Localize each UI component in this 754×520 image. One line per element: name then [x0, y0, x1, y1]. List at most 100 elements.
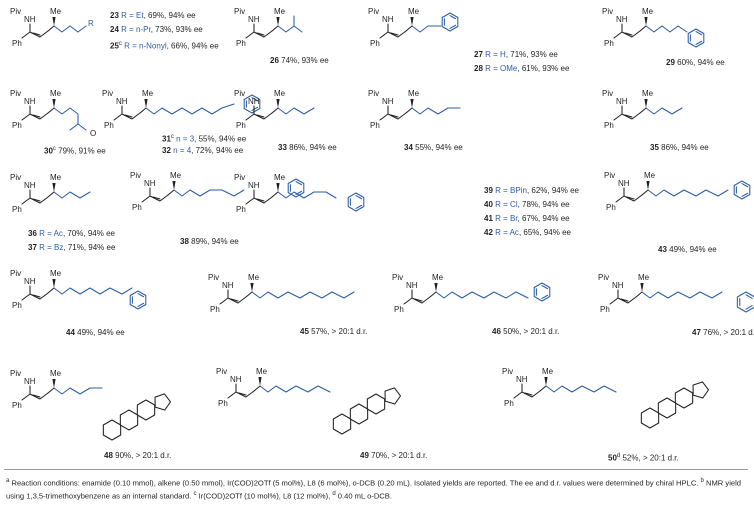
atom-ph: Ph [12, 301, 22, 310]
label-44: 44 49%, 94% ee [66, 328, 125, 337]
label-25: 25c R = n-Nonyl, 66%, 94% ee [110, 41, 219, 51]
atom-me: Me [142, 89, 154, 98]
atom-ph: Ph [210, 305, 220, 314]
atom-me: Me [50, 269, 62, 278]
aromatic-bond [745, 294, 753, 299]
double-bond [32, 394, 41, 398]
label-35: 35 86%, 94% ee [650, 143, 709, 152]
double-bond [624, 32, 633, 36]
wedge-bond [276, 99, 280, 108]
d-ring [384, 387, 402, 405]
atom-piv: Piv [602, 7, 613, 16]
double-bond [620, 298, 629, 302]
benzene-ring [349, 403, 369, 425]
atom-piv: Piv [368, 7, 379, 16]
atom-piv: Piv [10, 173, 21, 182]
atom-ph: Ph [236, 121, 246, 130]
benzene-ring [533, 282, 551, 302]
benzene-ring [441, 12, 459, 32]
wedge-bond [646, 181, 650, 190]
atom-nh: NH [248, 181, 260, 190]
atom-piv: Piv [130, 171, 141, 180]
footnote-d: 0.40 mL o-DCB. [335, 491, 392, 501]
atom-piv: Piv [10, 269, 21, 278]
chain-bond [639, 107, 647, 114]
atom-piv: Piv [392, 273, 403, 282]
atom-ph: Ph [236, 39, 246, 48]
double-bond [32, 198, 41, 202]
wedge-bond [410, 17, 414, 26]
double-bond [152, 196, 161, 200]
alkyl-tail [411, 25, 442, 33]
atom-ph: Ph [218, 399, 228, 408]
atom-me: Me [248, 273, 260, 282]
chain-bond [271, 25, 279, 32]
atom-nh: NH [516, 375, 528, 384]
double-bond [624, 114, 633, 118]
double-bond [414, 298, 423, 302]
alkyl-tail [173, 189, 245, 197]
aromatic-bond [137, 302, 145, 308]
benzene-ring [674, 387, 694, 409]
atom-r: R [88, 19, 94, 28]
chain-bond [139, 107, 147, 114]
atom-me: Me [644, 171, 656, 180]
double-bond [32, 114, 41, 118]
atom-nh: NH [230, 375, 242, 384]
benzene-ring [102, 419, 122, 441]
alkyl-tail [145, 103, 235, 115]
label-27: 27 R = H, 71%, 93% ee [474, 50, 558, 59]
atom-ph: Ph [12, 205, 22, 214]
atom-piv: Piv [10, 7, 21, 16]
atom-me: Me [638, 273, 650, 282]
atom-piv: Piv [598, 273, 609, 282]
aromatic-bond [695, 40, 703, 46]
d-ring [692, 381, 710, 399]
enamide-core [245, 189, 273, 205]
wedge-bond [434, 283, 438, 292]
enamide-core [21, 285, 49, 301]
enamide-core [403, 289, 431, 305]
atom-nh: NH [24, 97, 36, 106]
enamide-core [113, 105, 141, 121]
atom-me: Me [170, 171, 182, 180]
benzene-ring [736, 291, 754, 313]
aromatic-bond [541, 294, 549, 300]
wedge-bond [52, 379, 56, 388]
atom-nh: NH [24, 15, 36, 24]
benzene-ring [640, 407, 660, 429]
chain-bond [253, 385, 261, 392]
label-49: 49 70%, > 20:1 d.r. [360, 451, 428, 460]
label-48: 48 90%, > 20:1 d.r. [104, 451, 172, 460]
atom-o: O [90, 129, 96, 138]
label-30: 30c 79%, 91% ee [44, 146, 106, 156]
atom-me: Me [642, 7, 654, 16]
enamide-core [245, 23, 273, 39]
atom-nh: NH [248, 15, 260, 24]
enamide-core [609, 289, 637, 305]
double-bond [626, 196, 635, 200]
enamide-core [21, 385, 49, 401]
footnote-b-mark: b [700, 478, 704, 484]
atom-ph: Ph [504, 399, 514, 408]
double-bond [390, 114, 399, 118]
footnote-b: NMR yield using 1,3,5-trimethoxybenzene … [6, 478, 742, 501]
aromatic-bond [137, 292, 145, 298]
label-43: 43 49%, 94% ee [658, 245, 717, 254]
label-45: 45 57%, > 20:1 d.r. [300, 327, 368, 336]
atom-ph: Ph [104, 121, 114, 130]
double-bond [256, 114, 265, 118]
double-bond [256, 32, 265, 36]
aromatic-bond [541, 284, 549, 290]
atom-me: Me [274, 7, 286, 16]
atom-piv: Piv [234, 89, 245, 98]
alkyl-tail [645, 107, 683, 115]
atom-nh: NH [116, 97, 128, 106]
atom-me: Me [642, 89, 654, 98]
